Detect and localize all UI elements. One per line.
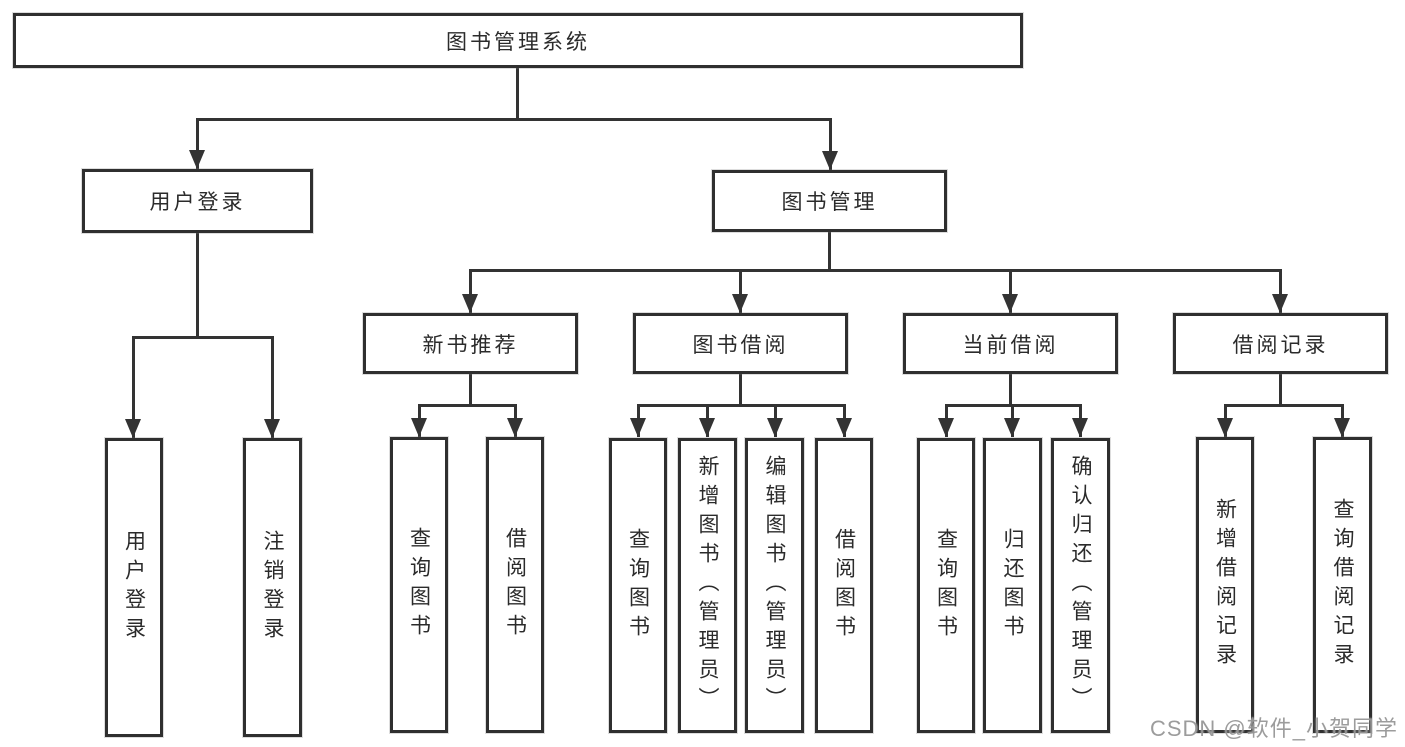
leaf-label: 查询图书 [626, 527, 650, 644]
leaf-return-books: 归还图书 [983, 438, 1042, 733]
leaf-label: 新增图书（管理员） [696, 455, 719, 716]
connector-line [469, 269, 1281, 272]
node-book-borrowing: 图书借阅 [633, 313, 848, 374]
connector-line [739, 374, 742, 404]
leaf-label: 查询图书 [934, 527, 958, 644]
watermark: CSDN @软件_小贺同学 [1149, 716, 1398, 741]
node-current-borrowing: 当前借阅 [903, 313, 1118, 374]
leaf-user-login: 用户登录 [105, 438, 163, 737]
connector-line [418, 404, 517, 407]
arrow-down-icon [1334, 418, 1350, 437]
leaf-label: 确认归还（管理员） [1069, 455, 1092, 716]
connector-line [196, 118, 199, 169]
leaf-label: 借阅图书 [832, 527, 856, 644]
leaf-label: 新增借阅记录 [1213, 498, 1237, 672]
arrow-down-icon [822, 151, 838, 170]
arrow-down-icon [507, 418, 523, 437]
connector-line [469, 374, 472, 404]
leaf-add-books-admin: 新增图书（管理员） [678, 438, 737, 733]
connector-line [196, 118, 832, 121]
leaf-label: 归还图书 [1001, 527, 1024, 644]
connector-line [828, 232, 831, 269]
connector-line [1009, 374, 1012, 404]
connector-line [829, 118, 832, 170]
leaf-label: 借阅图书 [503, 527, 527, 643]
node-user-login: 用户登录 [82, 169, 313, 233]
arrow-down-icon [264, 419, 280, 438]
arrow-down-icon [125, 419, 141, 438]
arrow-down-icon [462, 294, 478, 313]
connector-line [1279, 269, 1282, 313]
leaf-edit-books-admin: 编辑图书（管理员） [745, 438, 804, 733]
leaf-confirm-return-admin: 确认归还（管理员） [1051, 438, 1110, 733]
leaf-label: 查询借阅记录 [1331, 498, 1354, 672]
leaf-borrow-books-recommend: 借阅图书 [486, 437, 544, 733]
leaf-query-books-current: 查询图书 [917, 438, 975, 733]
arrow-down-icon [1004, 418, 1020, 437]
leaf-query-books-recommend: 查询图书 [390, 437, 448, 733]
connector-line [1009, 269, 1012, 313]
connector-line [516, 68, 519, 118]
arrow-down-icon [699, 418, 715, 437]
arrow-down-icon [836, 418, 852, 437]
leaf-label: 编辑图书（管理员） [763, 455, 786, 716]
node-new-book-recommendation: 新书推荐 [363, 313, 578, 374]
arrow-down-icon [411, 418, 427, 437]
arrow-down-icon [1272, 294, 1288, 313]
arrow-down-icon [1072, 418, 1088, 437]
node-library-management-system: 图书管理系统 [13, 13, 1023, 68]
connector-line [739, 269, 742, 313]
leaf-query-books-borrowing: 查询图书 [609, 438, 667, 733]
connector-line [196, 233, 199, 336]
leaf-label: 注销登录 [261, 529, 284, 646]
leaf-borrow-books-borrowing: 借阅图书 [815, 438, 873, 733]
arrow-down-icon [1217, 418, 1233, 437]
arrow-down-icon [630, 418, 646, 437]
connector-line [1224, 404, 1343, 407]
connector-line [132, 336, 135, 438]
arrow-down-icon [767, 418, 783, 437]
leaf-query-borrow-record: 查询借阅记录 [1313, 437, 1372, 733]
arrow-down-icon [1002, 294, 1018, 313]
connector-line [132, 336, 274, 339]
leaf-label: 查询图书 [407, 527, 431, 643]
leaf-label: 用户登录 [122, 529, 146, 646]
node-borrowing-records: 借阅记录 [1173, 313, 1388, 374]
leaf-logout: 注销登录 [243, 438, 302, 737]
connector-line [271, 336, 274, 438]
arrow-down-icon [732, 294, 748, 313]
node-book-management: 图书管理 [712, 170, 947, 232]
leaf-add-borrow-record: 新增借阅记录 [1196, 437, 1254, 733]
connector-line [469, 269, 472, 313]
arrow-down-icon [189, 150, 205, 169]
arrow-down-icon [938, 418, 954, 437]
connector-line [637, 404, 845, 407]
connector-line [1279, 374, 1282, 404]
